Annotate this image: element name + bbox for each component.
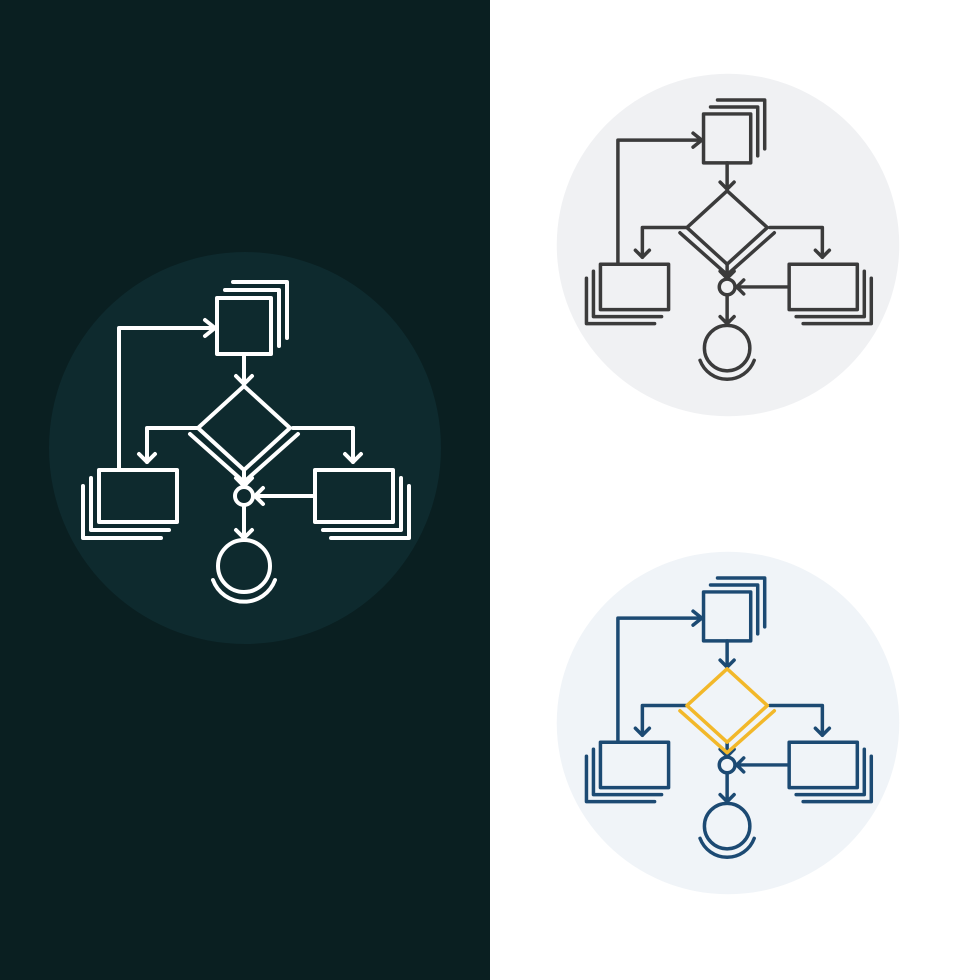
end-terminator-base: [211, 578, 277, 604]
end-terminator-base: [698, 836, 756, 860]
decision-shadow-right: [725, 231, 777, 277]
right-process-page-3: [801, 276, 874, 326]
top-process-page-3: [715, 98, 767, 151]
decision-shadow-left: [188, 432, 246, 484]
background-circle: [49, 252, 441, 644]
decision-diamond: [685, 189, 770, 266]
end-terminator: [702, 323, 752, 373]
flowchart-icon-gray: [555, 72, 901, 418]
loop-arrowhead: [691, 131, 704, 149]
left-process-page-3: [584, 276, 657, 326]
left-process-page-3: [81, 484, 163, 540]
left-branch: [640, 225, 688, 259]
decision-diamond: [196, 384, 292, 472]
loop-connector: [117, 326, 217, 472]
left-arrowhead: [137, 452, 157, 464]
left-branch: [145, 426, 199, 464]
top-arrowhead: [718, 658, 736, 669]
loop-arrowhead: [203, 318, 217, 338]
background-circle: [556, 73, 900, 417]
left-process-box: [598, 262, 671, 312]
top-arrowhead: [718, 180, 736, 191]
top-process-page-2: [708, 105, 760, 158]
end-terminator-base: [698, 358, 756, 382]
background-circle: [556, 551, 900, 895]
left-branch: [640, 703, 688, 737]
loop-connector: [616, 138, 704, 266]
right-process-page-2: [794, 269, 867, 319]
left-process-page-2: [591, 269, 664, 319]
left-process-box: [97, 468, 179, 524]
left-process-page-2: [89, 476, 171, 532]
end-terminator: [216, 538, 272, 594]
top-process-page-2: [708, 583, 760, 636]
decision-shadow-right: [725, 709, 777, 755]
right-branch: [768, 703, 825, 737]
top-process-page-2: [223, 288, 281, 348]
end-terminator: [702, 801, 752, 851]
right-process-page-2: [321, 476, 403, 532]
loop-connector: [616, 616, 704, 744]
right-arrowhead: [813, 726, 832, 737]
right-junction-arrowhead: [734, 278, 746, 296]
flowchart-icon-color: [555, 550, 901, 896]
right-branch: [291, 426, 355, 464]
decision-shadow-left: [678, 709, 729, 755]
top-process-page-3: [231, 280, 289, 340]
left-arrowhead: [633, 248, 652, 259]
flowchart-icon-dark: [47, 250, 443, 646]
decision-shadow-right: [242, 432, 300, 484]
flowchart-icon: [556, 551, 900, 895]
right-process-page-3: [801, 754, 874, 804]
right-arrowhead: [343, 452, 363, 464]
left-process-page-2: [591, 747, 664, 797]
right-junction-arrowhead: [734, 756, 746, 774]
right-arrowhead: [813, 248, 832, 259]
left-arrowhead: [633, 726, 652, 737]
top-process-page-3: [715, 576, 767, 629]
right-process-page-2: [794, 747, 867, 797]
right-process-page-3: [329, 484, 411, 540]
right-branch: [768, 225, 825, 259]
flowchart-icon: [49, 252, 441, 644]
flowchart-icon: [556, 73, 900, 417]
right-junction-arrowhead: [253, 486, 265, 506]
left-process-box: [598, 740, 671, 790]
decision-diamond: [685, 667, 770, 744]
decision-shadow-left: [678, 231, 729, 277]
loop-arrowhead: [691, 609, 704, 627]
left-process-page-3: [584, 754, 657, 804]
